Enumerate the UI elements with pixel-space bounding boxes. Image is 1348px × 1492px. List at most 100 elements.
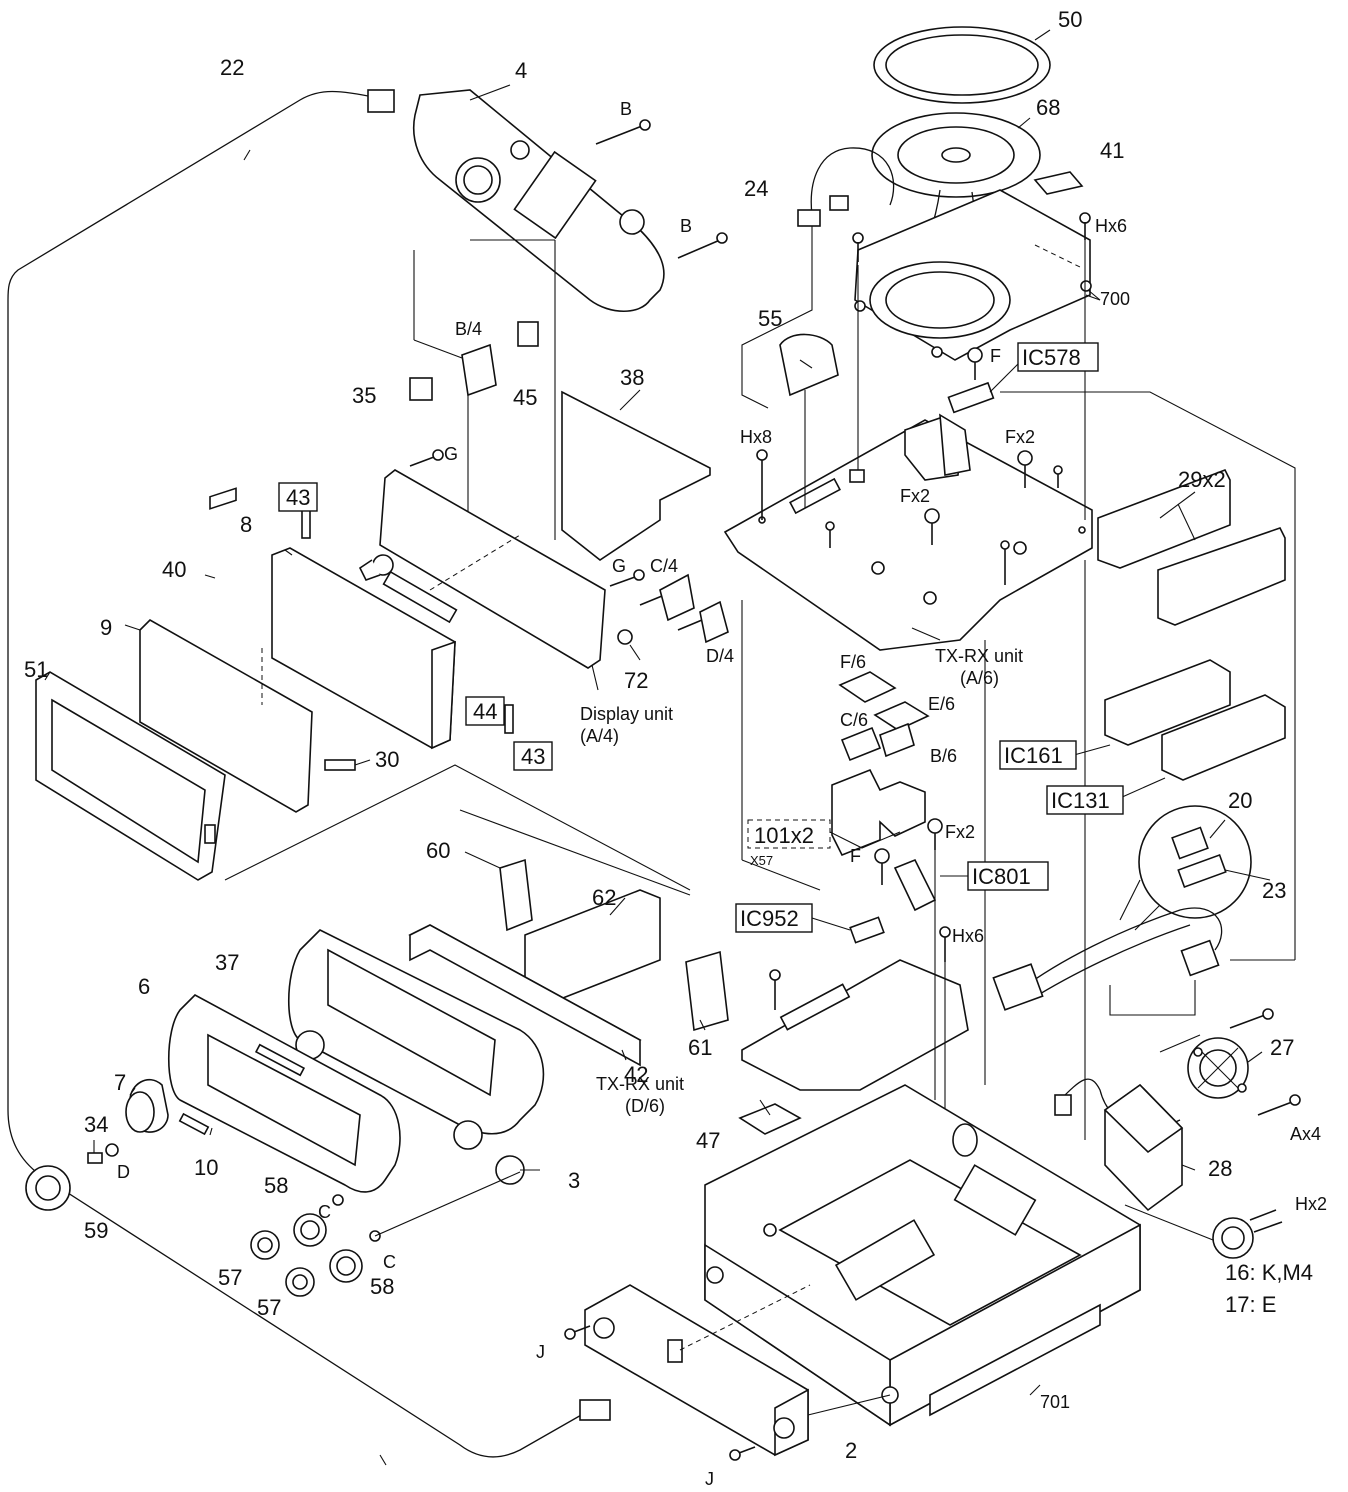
label-f2: F (850, 846, 861, 866)
clip-43a (301, 509, 311, 539)
lightguide-9 (139, 619, 313, 813)
shield-101 (831, 768, 926, 857)
board-b4 (461, 343, 497, 397)
harness-24 (810, 147, 895, 216)
label-9: 9 (100, 615, 112, 640)
switch-61 (685, 950, 729, 1032)
label-60: 60 (426, 838, 450, 863)
label-c6: C/6 (840, 710, 868, 730)
label-43b: 43 (521, 744, 545, 769)
label-f1: F (990, 346, 1001, 366)
label-40: 40 (162, 557, 186, 582)
holder-29b (1157, 527, 1286, 626)
txrx-board-d6 (741, 959, 969, 1091)
label-42: 42 (624, 1062, 648, 1087)
label-7: 7 (114, 1070, 126, 1095)
connector-24a (797, 209, 821, 227)
display-unit-board (379, 469, 606, 669)
label-ic161: IC161 (1004, 743, 1063, 768)
sheet-45 (517, 321, 539, 347)
label-j1: J (536, 1342, 545, 1362)
label-101x2: 101x2 (754, 823, 814, 848)
label-disp2: (A/4) (580, 726, 619, 746)
label-txrx-a2: (A/6) (960, 668, 999, 688)
label-fx2c: Fx2 (945, 822, 975, 842)
label-hx8: Hx8 (740, 427, 772, 447)
label-58a: 58 (264, 1173, 288, 1198)
label-16: 16: K,M4 (1225, 1260, 1313, 1285)
switch-d4 (699, 600, 729, 644)
ic801-part (893, 858, 937, 912)
label-3: 3 (568, 1168, 580, 1193)
label-g2: G (612, 556, 626, 576)
washer-c1 (332, 1194, 344, 1206)
cushion-55 (779, 333, 839, 397)
cable-22 (7, 90, 591, 1458)
pad-41 (1033, 171, 1084, 195)
label-b1: B (620, 99, 632, 119)
label-hx2: Hx2 (1295, 1194, 1327, 1214)
label-24: 24 (744, 176, 768, 201)
switch-c4 (659, 573, 695, 622)
clip-43b (504, 704, 514, 734)
label-59: 59 (84, 1218, 108, 1243)
label-23: 23 (1262, 878, 1286, 903)
label-c4: C/4 (650, 556, 678, 576)
label-17: 17: E (1225, 1292, 1276, 1317)
shaft-34 (87, 1152, 103, 1164)
label-hx6b: Hx6 (952, 926, 984, 946)
label-4: 4 (515, 58, 527, 83)
label-68: 68 (1036, 95, 1060, 120)
label-2: 2 (845, 1438, 857, 1463)
label-43a: 43 (286, 485, 310, 510)
label-6: 6 (138, 974, 150, 999)
sheet-30 (324, 759, 356, 771)
label-10: 10 (194, 1155, 218, 1180)
cover-f6 (838, 671, 897, 703)
label-72: 72 (624, 668, 648, 693)
label-38: 38 (620, 365, 644, 390)
label-ic801: IC801 (972, 864, 1031, 889)
holder-29a (1097, 468, 1231, 569)
label-44: 44 (473, 699, 497, 724)
label-47: 47 (696, 1128, 720, 1153)
switch-60 (499, 858, 533, 932)
label-62: 62 (592, 885, 616, 910)
connector-22b (579, 1399, 611, 1421)
label-57b: 57 (257, 1295, 281, 1320)
label-disp: Display unit (580, 704, 673, 724)
label-58b: 58 (370, 1274, 394, 1299)
shield-c6 (840, 726, 882, 762)
label-d4: D/4 (706, 646, 734, 666)
label-8: 8 (240, 512, 252, 537)
shield-38 (561, 390, 711, 561)
label-27: 27 (1270, 1035, 1294, 1060)
label-50: 50 (1058, 7, 1082, 32)
label-fx2b: Fx2 (900, 486, 930, 506)
washer-d (105, 1143, 119, 1157)
label-ic131: IC131 (1051, 788, 1110, 813)
label-c2: C (383, 1252, 396, 1272)
sheet-40 (209, 487, 237, 510)
label-20: 20 (1228, 788, 1252, 813)
label-fx2a: Fx2 (1005, 427, 1035, 447)
label-d1: D (117, 1162, 130, 1182)
label-57a: 57 (218, 1265, 242, 1290)
module-ic131 (1161, 694, 1286, 781)
label-701: 701 (1040, 1392, 1070, 1412)
label-37: 37 (215, 950, 239, 975)
label-700: 700 (1100, 289, 1130, 309)
label-28: 28 (1208, 1156, 1232, 1181)
module-ic161 (1104, 659, 1231, 746)
label-g1: G (444, 444, 458, 464)
label-b2: B (680, 216, 692, 236)
label-55: 55 (758, 306, 782, 331)
label-e6: E/6 (928, 694, 955, 714)
label-ic578: IC578 (1022, 345, 1081, 370)
label-61: 61 (688, 1035, 712, 1060)
label-51: 51 (24, 657, 48, 682)
connector-22a (367, 89, 395, 113)
label-34: 34 (84, 1112, 108, 1137)
label-41: 41 (1100, 138, 1124, 163)
